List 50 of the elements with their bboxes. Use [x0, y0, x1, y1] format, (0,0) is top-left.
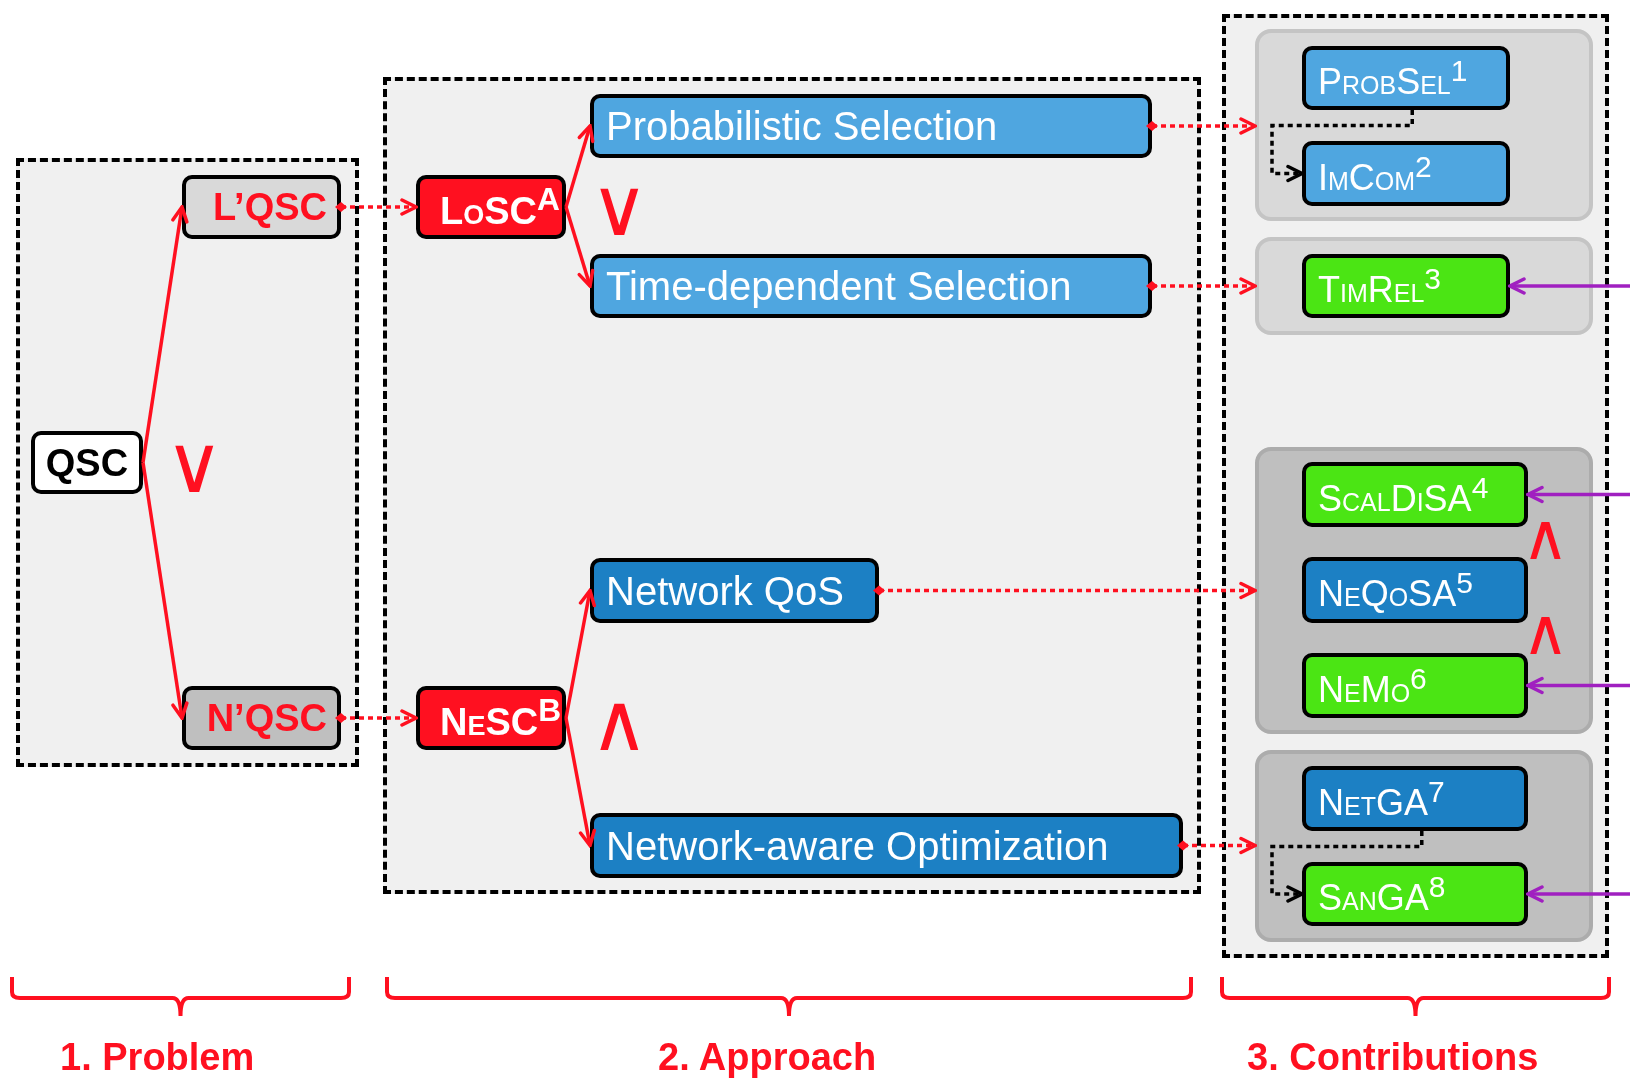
box-label: ScalDiSA$^{4}$ — [1318, 472, 1489, 517]
dashed-frame — [1222, 14, 1609, 958]
section-label: 1. Problem — [60, 1038, 255, 1076]
box-label: N’QSC — [206, 699, 327, 737]
box-label: NeQoSA$^{5}$ — [1318, 568, 1473, 612]
arrow — [1146, 277, 1257, 295]
group-panel — [1255, 750, 1593, 942]
arrow — [1146, 117, 1257, 135]
arrow — [335, 709, 418, 727]
dashed-frame — [16, 158, 359, 767]
box-label: Time-dependent Selection — [606, 266, 1072, 306]
logic-and-symbol: ∧ — [1522, 600, 1569, 664]
arrow — [1270, 110, 1414, 183]
arrow — [564, 206, 595, 288]
box-label: ImCom$^{2}$ — [1318, 151, 1432, 196]
logic-or-symbol: ∨ — [590, 168, 649, 248]
arrow — [1177, 836, 1257, 855]
arrow — [1526, 485, 1630, 504]
box-label: QSC — [45, 443, 129, 482]
logic-or-symbol: ∨ — [165, 425, 224, 505]
box-label: L’QSC — [212, 188, 327, 226]
box-label: Network-aware Optimization — [606, 825, 1109, 866]
arrow — [1508, 277, 1630, 295]
dashed-frame — [383, 77, 1201, 894]
box-label: NeSC$^{B}$ — [440, 695, 562, 741]
arrow — [1270, 831, 1424, 903]
arrow — [141, 462, 189, 720]
arrow — [873, 581, 1257, 600]
arrow — [564, 124, 595, 208]
box-label: Network QoS — [606, 570, 844, 611]
box-label: TimRel$^{3}$ — [1318, 264, 1442, 308]
group-panel — [1255, 447, 1593, 734]
arrow — [1526, 885, 1630, 903]
group-panel — [1255, 29, 1593, 221]
logic-and-symbol: ∧ — [1522, 505, 1569, 569]
logic-and-symbol: ∧ — [590, 683, 649, 763]
box-label: ProbSel$^{1}$ — [1318, 56, 1468, 100]
section-label: 3. Contributions — [1247, 1038, 1539, 1076]
arrow — [335, 198, 418, 216]
box-label: SanGA$^{8}$ — [1318, 872, 1446, 916]
box-label: Probabilistic Selection — [606, 106, 998, 146]
section-label: 2. Approach — [658, 1038, 877, 1076]
arrow — [564, 717, 597, 848]
arrow — [141, 205, 189, 463]
arrow — [564, 588, 597, 719]
box-label: NetGA$^{7}$ — [1318, 776, 1445, 821]
box-label: NeMo$^{6}$ — [1318, 663, 1427, 708]
arrow — [1526, 676, 1630, 695]
group-panel — [1255, 237, 1593, 335]
box-label: LoSC$^{A}$ — [440, 184, 560, 230]
